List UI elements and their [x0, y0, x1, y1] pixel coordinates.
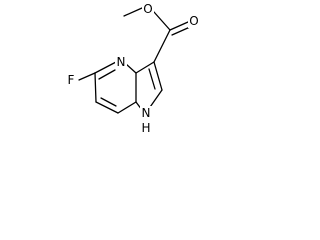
bond-c6-c5 [94, 72, 97, 103]
bond-o-carbonyl [153, 11, 171, 31]
bond-ester-c3 [153, 29, 171, 63]
atom-pyridine-nitrogen: N [117, 55, 126, 69]
atom-pyrrole-hydrogen: H [141, 121, 150, 135]
bond-c3-c2-inner [148, 68, 156, 90]
bond-c5-n4 [94, 61, 117, 74]
bond-layer [78, 7, 191, 114]
bond-c7-c6-inner [100, 97, 117, 107]
bond-cf-c5 [78, 72, 96, 81]
molecule-structure: O O F N N H [65, 2, 200, 135]
bond-c5-n4-inner [98, 69, 116, 80]
atom-fluorine: F [68, 73, 75, 87]
atom-pyrrole-nitrogen: N [142, 106, 151, 120]
atom-carbonyl-o: O [189, 14, 198, 28]
atom-layer: O O F N N H [65, 2, 200, 135]
bond-carbonyl-double-1 [169, 21, 189, 31]
atom-methoxy-o: O [143, 2, 152, 16]
bond-c3-c2 [153, 61, 163, 91]
bond-c7-c6 [95, 101, 119, 114]
bond-methyl-o [123, 7, 143, 17]
bond-n4-c3a [125, 63, 137, 74]
bond-c3a-c3 [135, 61, 155, 74]
bond-carbonyl-double-2 [171, 26, 191, 36]
bond-c7a-c7 [117, 101, 137, 114]
